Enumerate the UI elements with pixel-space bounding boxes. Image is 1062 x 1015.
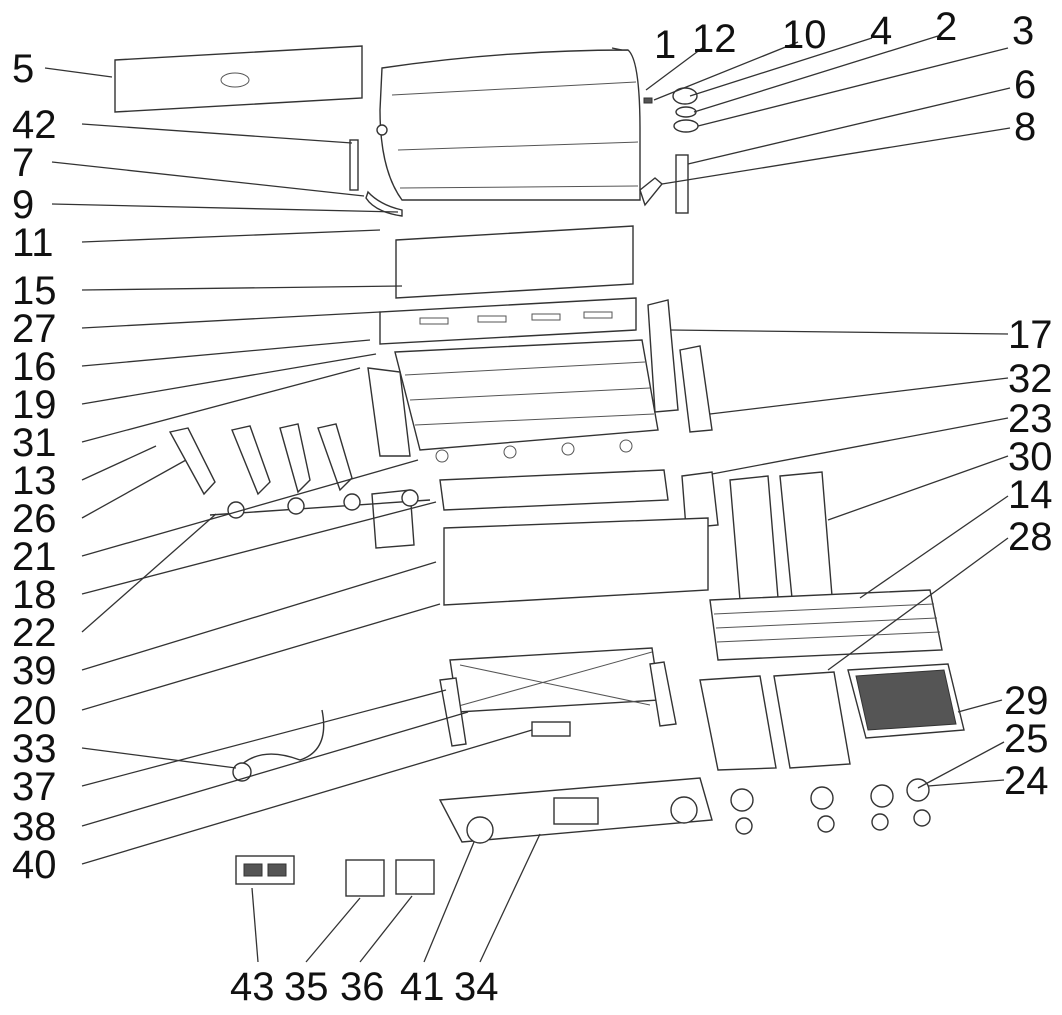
callout-27: 27 [12, 307, 57, 351]
callout-41: 41 [400, 965, 445, 1009]
callout-20: 20 [12, 689, 57, 733]
callout-39: 39 [12, 649, 57, 693]
part-front-panel [443, 517, 709, 606]
callout-15: 15 [12, 269, 57, 313]
callout-14: 14 [1008, 473, 1053, 517]
callout-11: 11 [12, 221, 54, 265]
callouts-top: 1 12 10 4 2 3 6 8 [654, 5, 1036, 149]
callout-38: 38 [12, 805, 57, 849]
callout-3: 3 [1012, 9, 1034, 53]
callout-8: 8 [1014, 105, 1036, 149]
callout-9: 9 [12, 183, 34, 227]
callouts-left: 5 42 7 9 11 15 27 16 19 31 13 26 21 18 2… [12, 47, 57, 887]
callout-32: 32 [1008, 357, 1053, 401]
part-burners [168, 423, 353, 496]
callout-40: 40 [12, 843, 57, 887]
callout-22: 22 [12, 611, 57, 655]
callout-43: 43 [230, 965, 275, 1009]
callout-16: 16 [12, 345, 57, 389]
callout-10: 10 [782, 13, 827, 57]
part-knobs [730, 778, 931, 835]
callout-33: 33 [12, 727, 57, 771]
callout-25: 25 [1004, 717, 1049, 761]
callout-21: 21 [12, 535, 57, 579]
part-firebox [394, 339, 659, 451]
callout-24: 24 [1004, 759, 1049, 803]
callout-31: 31 [12, 421, 57, 465]
callout-23: 23 [1008, 397, 1053, 441]
callout-1: 1 [654, 23, 676, 67]
callout-2: 2 [935, 5, 957, 49]
callout-12: 12 [692, 17, 737, 61]
callout-42: 42 [12, 103, 57, 147]
callouts-bottom: 43 35 36 41 34 [230, 965, 499, 1009]
callout-34: 34 [454, 965, 499, 1009]
callout-19: 19 [12, 383, 57, 427]
part-back-panel [395, 225, 634, 299]
parts-drawings [114, 45, 965, 897]
callout-28: 28 [1008, 515, 1053, 559]
part-grate-left [699, 675, 777, 771]
callout-5: 5 [12, 47, 34, 91]
callout-6: 6 [1014, 63, 1036, 107]
callouts-right: 17 32 23 30 14 28 29 25 24 [1004, 313, 1053, 803]
callout-17: 17 [1008, 313, 1053, 357]
callout-26: 26 [12, 497, 57, 541]
callout-18: 18 [12, 573, 57, 617]
callout-7: 7 [12, 141, 34, 185]
part-grate-mid [773, 671, 851, 769]
leader-lines [44, 35, 1011, 963]
callout-13: 13 [12, 459, 57, 503]
callout-37: 37 [12, 765, 57, 809]
callout-4: 4 [870, 9, 892, 53]
callout-36: 36 [340, 965, 385, 1009]
callout-29: 29 [1004, 679, 1049, 723]
callout-35: 35 [284, 965, 329, 1009]
part-lid [379, 49, 641, 201]
callout-30: 30 [1008, 435, 1053, 479]
part-top-panel [114, 45, 363, 113]
